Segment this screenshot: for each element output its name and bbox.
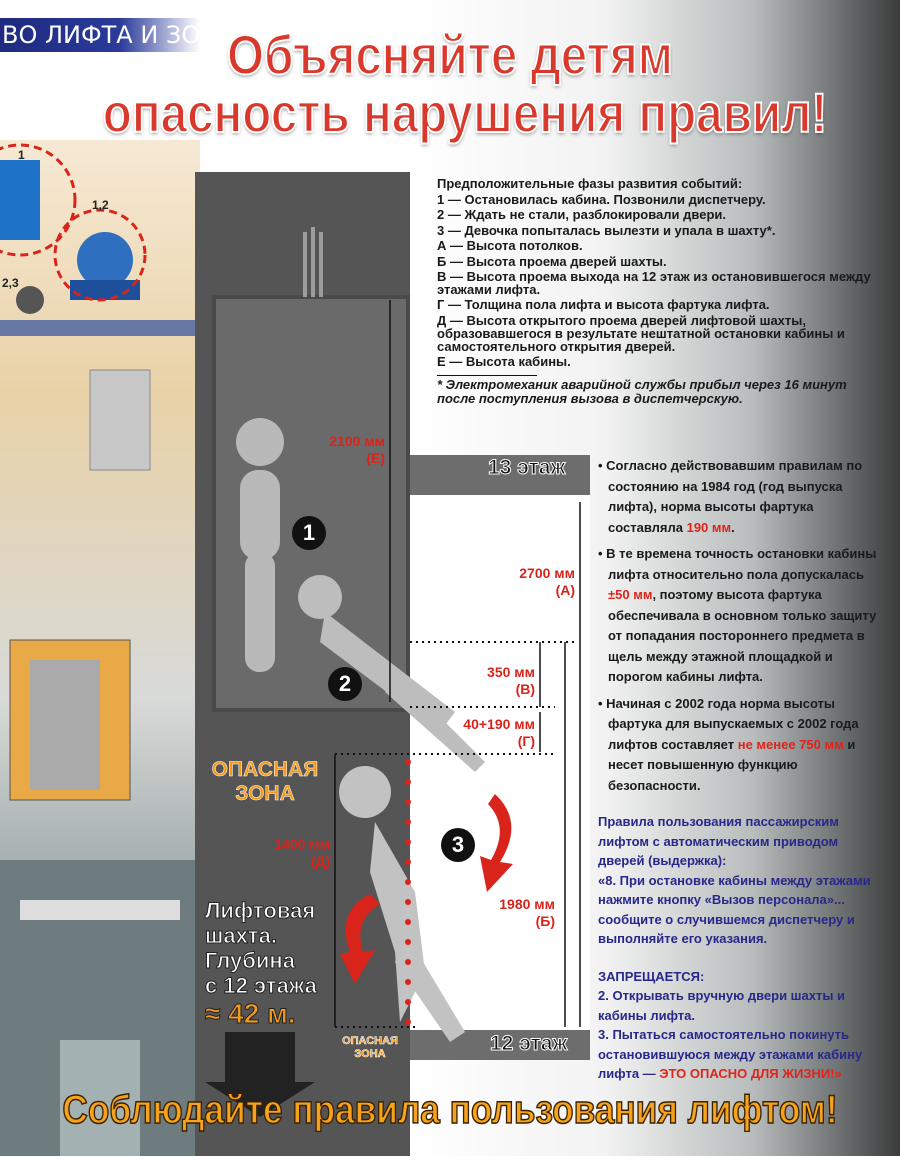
- fact-text: .: [731, 519, 735, 535]
- dim-g-letter: (Г): [517, 733, 535, 749]
- rules-excerpt: Правила пользования пассажирским лифтом …: [598, 812, 883, 1084]
- dim-b: 1980 мм(Б): [470, 896, 555, 930]
- shaft-depth-value: ≈ 42 м.: [205, 998, 297, 1030]
- dim-v: 350 мм(В): [450, 664, 535, 698]
- phase-1-badge: 1: [292, 516, 326, 550]
- callout-1: 1: [18, 148, 25, 162]
- dim-e-value: 2100 мм: [329, 433, 385, 449]
- fall-arrow-left: [340, 894, 380, 984]
- dim-d: 1400 мм(Д): [245, 836, 330, 870]
- fact-item: • Согласно действовавшим правилам по сос…: [598, 458, 863, 535]
- shaft-depth-line: Глубина: [205, 948, 296, 974]
- rule-8: «8. При остановке кабины между этажами н…: [598, 872, 871, 947]
- girl-figure-phase-3: [339, 766, 465, 1042]
- elevator-illustration: 1 1,2 2,3: [0, 140, 200, 1156]
- girl-figure-phase-1: [236, 418, 284, 672]
- shaft-depth-line: шахта.: [205, 923, 278, 949]
- shaft-depth-note: Лифтовая шахта. Глубина с 12 этажа ≈ 42 …: [205, 898, 318, 1030]
- phase-item: 2 — Ждать не стали, разблокировали двери…: [437, 207, 726, 222]
- fact-item: • Начиная с 2002 года норма высоты фарту…: [598, 695, 859, 793]
- dim-a: 2700 мм(А): [490, 565, 575, 599]
- forbidden-item-3-text: 3. Пытаться самостоятельно покинуть оста…: [598, 1027, 863, 1081]
- phase-item: 3 — Девочка попыталась вылезти и упала в…: [437, 222, 776, 238]
- dim-d-value: 1400 мм: [274, 836, 330, 852]
- footnote: * Электромеханик аварийной службы прибыл…: [437, 377, 847, 406]
- dim-b-value: 1980 мм: [499, 896, 555, 912]
- facts-list: • Согласно действовавшим правилам по сос…: [598, 456, 883, 796]
- callout-2-3: 2,3: [2, 276, 19, 290]
- shaft-door-opening: [430, 495, 590, 1030]
- forbidden-item-2: 2. Открывать вручную двери шахты и кабин…: [598, 988, 846, 1023]
- dim-a-value: 2700 мм: [519, 565, 575, 581]
- phase-item: Д — Высота открытого проема дверей лифто…: [437, 312, 845, 354]
- phase-item: В — Высота проема выхода на 12 этаж из о…: [437, 269, 871, 297]
- rules-intro: Правила пользования пассажирским лифтом …: [598, 814, 839, 868]
- fact-text: и несет повышенную функцию безопасности.: [608, 736, 856, 793]
- dim-v-letter: (В): [515, 681, 535, 697]
- danger-zone-word-1: ОПАСНАЯ: [211, 758, 319, 782]
- phase-item: А — Высота потолков.: [437, 238, 583, 253]
- floor-slab-13: [410, 455, 590, 495]
- floor-slab-12: [410, 1030, 590, 1060]
- dim-d-letter: (Д): [310, 853, 330, 869]
- fact-text: , поэтому высота фартука обеспечивала в …: [608, 587, 877, 684]
- dotted-guides: [335, 641, 575, 1028]
- girl-figure-phase-2: [298, 575, 485, 772]
- phases-heading: Предположительные фазы развития событий:: [437, 176, 743, 191]
- fact-item: • В те времена точность остановки кабины…: [598, 546, 877, 684]
- diagram-figures: [205, 227, 581, 1117]
- fact-highlight: не менее 750 мм: [737, 736, 844, 752]
- danger-zone-small-word-1: ОПАСНАЯ: [342, 1035, 398, 1048]
- cables: [303, 227, 323, 297]
- forbidden-item-3: 3. Пытаться самостоятельно покинуть оста…: [598, 1025, 883, 1084]
- fact-highlight: ±50 мм: [608, 587, 653, 602]
- phase-3-badge: 3: [441, 828, 475, 862]
- phases-legend: Предположительные фазы развития событий:…: [437, 176, 882, 406]
- phase-2-badge: 2: [328, 667, 362, 701]
- footer-slogan: Соблюдайте правила пользования лифтом!: [62, 1087, 838, 1133]
- fact-text: Начиная с 2002 года норма высоты фартука…: [606, 695, 859, 752]
- phase-item: Б — Высота проема дверей шахты.: [437, 253, 667, 269]
- danger-zone-word-2: ЗОНА: [235, 782, 295, 806]
- danger-zone-small-word-2: ЗОНА: [354, 1048, 386, 1061]
- danger-dots: [405, 759, 411, 1025]
- forbidden-item-3-warning: ЭТО ОПАСНО ДЛЯ ЖИЗНИ!»: [659, 1066, 842, 1081]
- dim-g-value: 40+190 мм: [463, 716, 535, 732]
- dim-e: 2100 мм(Е): [300, 433, 385, 467]
- footnote-divider: [437, 375, 537, 376]
- dim-v-value: 350 мм: [487, 664, 535, 680]
- fact-highlight: 190 мм: [686, 519, 732, 535]
- section-band: ВО ЛИФТА И ЗО: [0, 18, 200, 52]
- fact-text: Согласно действовавшим правилам по состо…: [606, 458, 863, 535]
- page-title-line-2: опасность нарушения правил!: [102, 80, 828, 145]
- phase-item: 1 — Остановилась кабина. Позвонили диспе…: [437, 191, 766, 207]
- shaft-depth-line: с 12 этажа: [205, 973, 318, 999]
- page-title-line-1: Объясняйте детям: [226, 22, 674, 87]
- fact-text: В те времена точность остановки кабины л…: [606, 546, 877, 582]
- dim-e-letter: (Е): [366, 450, 385, 466]
- fall-arrow-right: [480, 794, 513, 892]
- phase-item: Е — Высота кабины.: [437, 353, 571, 369]
- dim-a-letter: (А): [555, 582, 575, 598]
- down-arrow: [205, 1032, 315, 1117]
- floor-13-label: 13 этаж: [487, 456, 566, 480]
- elevator-cutaway-drawing: [0, 143, 200, 1156]
- phase-item: Г — Толщина пола лифта и высота фартука …: [437, 297, 770, 312]
- forbidden-heading: ЗАПРЕЩАЕТСЯ:: [598, 968, 705, 984]
- callout-1-2: 1,2: [92, 198, 109, 212]
- dimension-lines: [334, 300, 581, 1027]
- floor-12-label: 12 этаж: [489, 1032, 568, 1056]
- shaft-depth-line: Лифтовая: [205, 898, 316, 924]
- dim-g: 40+190 мм(Г): [430, 716, 535, 750]
- dim-b-letter: (Б): [535, 913, 555, 929]
